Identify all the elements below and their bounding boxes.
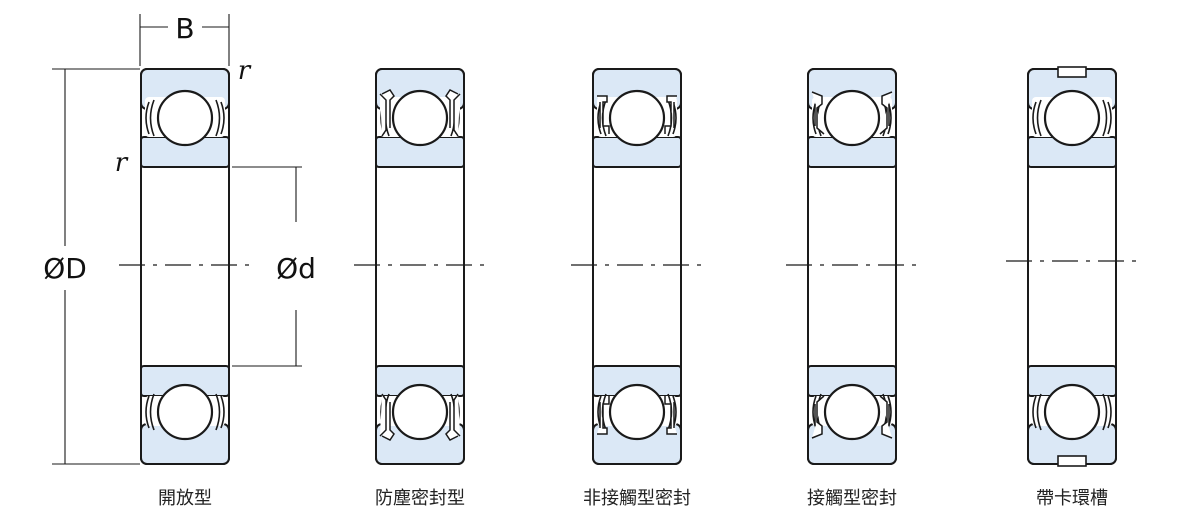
seal-left bbox=[811, 395, 825, 439]
bearing-sections bbox=[119, 66, 1138, 467]
seal-right bbox=[664, 396, 677, 435]
seal-left bbox=[597, 396, 610, 435]
seal-right bbox=[664, 95, 677, 134]
cage-right bbox=[215, 99, 225, 137]
ball-top bbox=[608, 89, 666, 147]
bearing-caption: 防塵密封型 bbox=[375, 488, 465, 509]
bearing-caption: 開放型 bbox=[158, 488, 212, 509]
bearing-shield bbox=[354, 68, 486, 465]
seal-left bbox=[811, 91, 825, 135]
bearing-caption: 接觸型密封 bbox=[807, 488, 897, 509]
ball-top bbox=[823, 89, 881, 147]
seal-right bbox=[879, 395, 893, 439]
cage-left bbox=[1032, 99, 1042, 137]
ball-bottom bbox=[608, 383, 666, 441]
bore-diameter-label: Ød bbox=[276, 252, 316, 285]
snap-ring-groove-bottom bbox=[1057, 455, 1087, 467]
seal-left bbox=[379, 89, 395, 137]
ball-bottom bbox=[823, 383, 881, 441]
bearing-contact bbox=[786, 68, 918, 465]
seal-right bbox=[445, 393, 461, 441]
cage-right bbox=[1102, 393, 1112, 431]
radius-label-top: r bbox=[238, 56, 252, 86]
cage-right bbox=[1102, 99, 1112, 137]
bearing-diagram: B ØD Ød r r bbox=[43, 12, 1138, 467]
ball-bottom bbox=[156, 383, 214, 441]
ball-bottom bbox=[391, 383, 449, 441]
outer-diameter-label: ØD bbox=[43, 252, 87, 285]
cage-left bbox=[145, 393, 155, 431]
width-label: B bbox=[175, 12, 194, 45]
ball-top bbox=[1043, 89, 1101, 147]
ball-top bbox=[156, 89, 214, 147]
seal-left bbox=[379, 393, 395, 441]
bearing-snap-ring bbox=[1006, 66, 1138, 467]
cage-left bbox=[145, 99, 155, 137]
cage-left bbox=[1032, 393, 1042, 431]
ball-bottom bbox=[1043, 383, 1101, 441]
seal-left bbox=[597, 95, 610, 134]
bearing-non-contact bbox=[571, 68, 703, 465]
ball-top bbox=[391, 89, 449, 147]
snap-ring-groove-top bbox=[1057, 66, 1087, 78]
bearing-caption: 非接觸型密封 bbox=[583, 488, 691, 509]
radius-label-left: r bbox=[115, 148, 129, 178]
seal-right bbox=[445, 89, 461, 137]
bearing-open bbox=[119, 68, 251, 465]
cage-right bbox=[215, 393, 225, 431]
seal-right bbox=[879, 91, 893, 135]
bearing-caption: 帶卡環槽 bbox=[1036, 488, 1108, 509]
